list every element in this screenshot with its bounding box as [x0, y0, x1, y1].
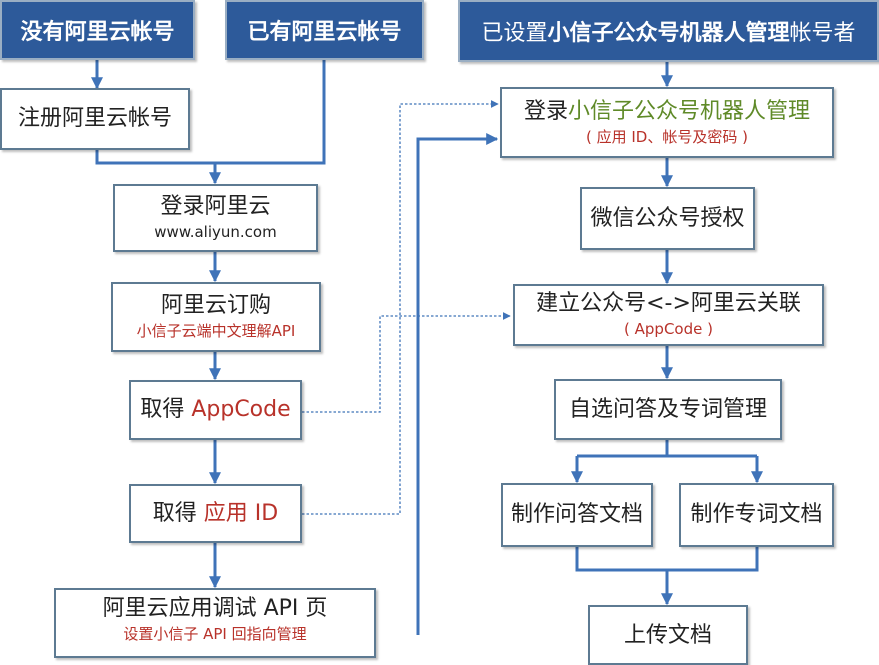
- step-api-debug-title: 阿里云应用调试 API 页: [102, 596, 328, 621]
- step-api-debug-sub: 设置小信子 API 回指向管理: [123, 625, 307, 643]
- step-login-bot-manager: 登录小信子公众号机器人管理 ( 应用 ID、帐号及密码 ): [500, 87, 834, 158]
- header-configured: 已设置 小信子公众号机器人管理 帐号者: [458, 0, 879, 62]
- connector-has-account-to-login: [215, 60, 326, 165]
- step-login-bot-manager-sub: ( 应用 ID、帐号及密码 ): [586, 127, 748, 146]
- header-no-account: 没有阿里云帐号: [0, 0, 195, 60]
- step-login-bot-manager-title: 登录小信子公众号机器人管理: [524, 99, 810, 125]
- step-wechat-auth: 微信公众号授权: [580, 187, 755, 250]
- step-login-bot-manager-brand: 小信子公众号机器人管理: [568, 98, 811, 124]
- header-has-account-label: 已有阿里云帐号: [247, 20, 402, 45]
- step-register: 注册阿里云帐号: [0, 88, 190, 150]
- connector-manage-split: [577, 440, 757, 458]
- connector-term-to-upload: [667, 547, 759, 572]
- connector-layer: [91, 60, 763, 635]
- dashed-appcode-to-link: [302, 312, 511, 413]
- step-subscribe: 阿里云订购 小信子云端中文理解API: [111, 282, 321, 352]
- step-make-term-doc: 制作专词文档: [679, 483, 834, 547]
- step-login-bot-manager-pre: 登录: [523, 98, 568, 124]
- step-subscribe-sub: 小信子云端中文理解API: [136, 322, 296, 340]
- step-link-accounts-title: 建立公众号<->阿里云关联: [536, 291, 801, 316]
- step-get-appcode-pre: 取得: [140, 397, 192, 422]
- step-register-label: 注册阿里云帐号: [17, 106, 172, 131]
- header-no-account-label: 没有阿里云帐号: [20, 20, 175, 45]
- step-link-accounts-sub: ( AppCode ): [624, 320, 713, 338]
- step-get-appid: 取得 应用 ID: [129, 484, 302, 543]
- step-login-aliyun-title: 登录阿里云: [160, 194, 271, 219]
- connector-qa-to-upload: [575, 547, 667, 572]
- step-get-appid-pre: 取得: [152, 500, 204, 526]
- step-upload-doc-label: 上传文档: [623, 623, 712, 648]
- step-login-aliyun: 登录阿里云 www.aliyun.com: [113, 184, 318, 252]
- step-api-debug: 阿里云应用调试 API 页 设置小信子 API 回指向管理: [54, 588, 376, 658]
- step-get-appid-key: 应用 ID: [203, 500, 279, 526]
- header-configured-brand: 小信子公众号机器人管理: [547, 21, 790, 46]
- step-link-accounts: 建立公众号<->阿里云关联 ( AppCode ): [513, 284, 824, 346]
- connector-register-to-login: [95, 150, 215, 165]
- step-make-qa-doc-label: 制作问答文档: [510, 502, 643, 527]
- step-manage-qa-terms-label: 自选问答及专词管理: [568, 396, 767, 422]
- step-make-qa-doc: 制作问答文档: [501, 483, 653, 547]
- step-login-aliyun-url: www.aliyun.com: [154, 223, 277, 241]
- step-subscribe-title: 阿里云订购: [160, 293, 271, 318]
- header-has-account: 已有阿里云帐号: [225, 0, 424, 60]
- dashed-appid-to-right-login: [302, 100, 499, 515]
- step-wechat-auth-label: 微信公众号授权: [590, 205, 745, 231]
- step-upload-doc: 上传文档: [588, 605, 748, 665]
- step-manage-qa-terms: 自选问答及专词管理: [554, 379, 782, 440]
- connector-debug-to-right-login: [416, 133, 499, 635]
- step-get-appcode-key: AppCode: [191, 397, 291, 422]
- header-configured-post: 帐号者: [789, 21, 856, 46]
- header-configured-pre: 已设置: [481, 21, 548, 46]
- step-get-appcode: 取得 AppCode: [129, 380, 302, 440]
- step-make-term-doc-label: 制作专词文档: [690, 502, 823, 527]
